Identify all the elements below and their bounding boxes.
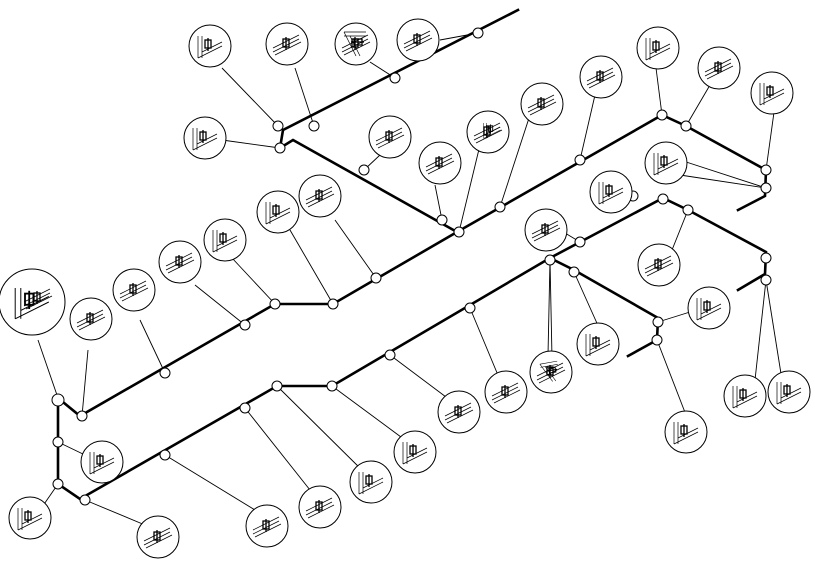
detail-bubble bbox=[183, 116, 227, 160]
detail-bubble bbox=[418, 141, 462, 185]
detail-bubble bbox=[750, 71, 794, 115]
detail-bubble bbox=[529, 350, 573, 394]
detail-bubble bbox=[80, 440, 124, 484]
detail-bubble bbox=[524, 208, 568, 252]
detail-bubble bbox=[393, 430, 437, 474]
detail-bubble bbox=[256, 190, 300, 234]
detail-bubble bbox=[466, 110, 510, 154]
detail-bubble bbox=[767, 370, 811, 414]
detail-bubble bbox=[644, 141, 688, 185]
detail-bubble bbox=[723, 374, 767, 418]
detail-bubble bbox=[298, 485, 342, 529]
detail-bubbles bbox=[0, 18, 811, 559]
detail-bubble bbox=[368, 115, 412, 159]
detail-bubble bbox=[245, 504, 289, 548]
detail-bubble bbox=[265, 22, 309, 66]
detail-bubble bbox=[637, 243, 681, 287]
detail-bubble bbox=[520, 82, 564, 126]
detail-bubble bbox=[664, 410, 708, 454]
detail-bubble bbox=[334, 22, 378, 66]
detail-bubble bbox=[69, 297, 113, 341]
detail-bubble bbox=[203, 218, 247, 262]
detail-bubble bbox=[349, 460, 393, 504]
detail-bubble bbox=[0, 268, 66, 336]
detail-bubble bbox=[687, 286, 731, 330]
detail-bubble bbox=[697, 46, 741, 90]
detail-bubble bbox=[437, 390, 481, 434]
detail-bubble bbox=[589, 170, 633, 214]
detail-bubble bbox=[136, 515, 180, 559]
detail-bubble bbox=[188, 24, 232, 68]
detail-bubble bbox=[579, 55, 623, 99]
detail-bubble bbox=[396, 18, 440, 62]
detail-bubble bbox=[576, 322, 620, 366]
detail-bubble bbox=[112, 268, 156, 312]
detail-bubble bbox=[298, 174, 342, 218]
detail-bubble bbox=[8, 496, 52, 540]
pipe-nodes bbox=[51, 27, 772, 506]
detail-bubble bbox=[158, 240, 202, 284]
detail-bubble bbox=[636, 26, 680, 70]
pipe-run-middle bbox=[455, 113, 768, 234]
detail-bubble bbox=[484, 370, 528, 414]
